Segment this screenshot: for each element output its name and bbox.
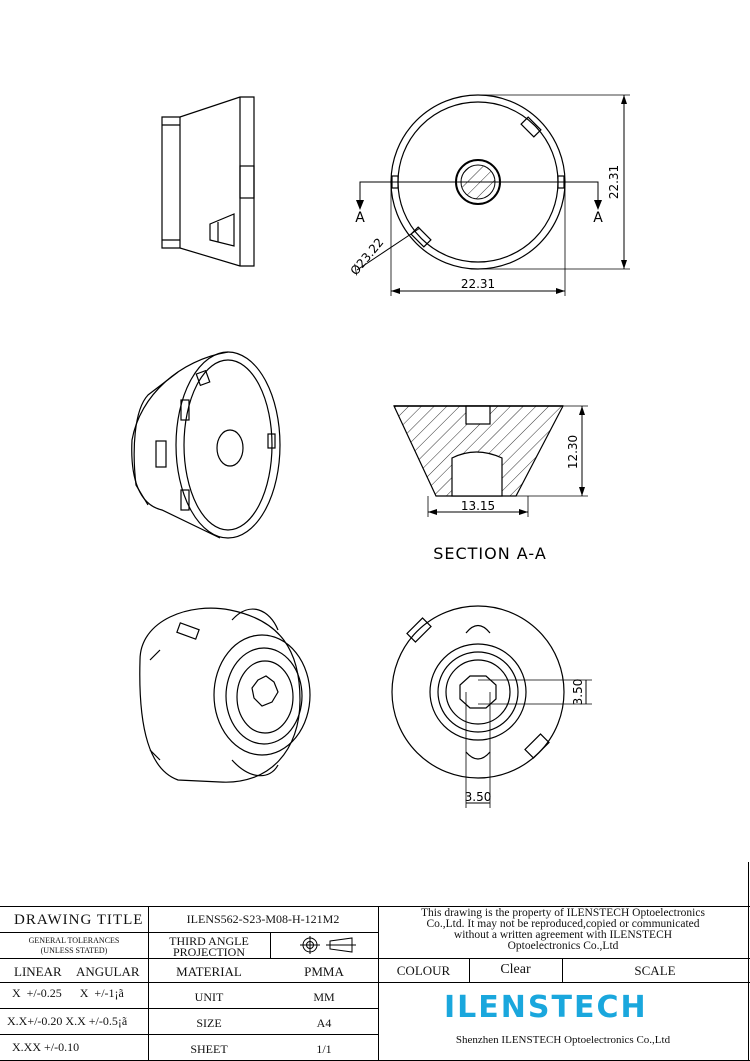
- colour-label: COLOUR: [396, 963, 451, 978]
- isometric-view-top: [131, 351, 281, 539]
- scale-label: SCALE: [634, 963, 676, 978]
- ilenstech-logo: ILENSTECH: [444, 990, 648, 1025]
- property-line-3: without a written agreement with ILENSTE…: [453, 929, 673, 941]
- dim-front-height: 22.31: [607, 165, 621, 199]
- dim-hex-width: 3.50: [465, 790, 492, 804]
- drawing-title-value: ILENS562-S23-M08-H-121M2: [186, 912, 340, 926]
- colour-value: Clear: [500, 962, 531, 977]
- dim-hex-height: 3.50: [571, 679, 585, 706]
- size-value: A4: [316, 1016, 332, 1030]
- tolerance-row-2: X.X+/-0.20 X.X +/-0.5¡ã: [7, 1014, 128, 1028]
- section-a-a: [393, 405, 588, 517]
- dim-section-height: 12.30: [566, 435, 580, 469]
- unit-label: UNIT: [194, 990, 224, 1004]
- technical-drawing: 22.31 22.31 Ø23.22 A A 12.30 13.15 SECTI…: [131, 94, 630, 808]
- property-line-4: Optoelectronics Co.,Ltd: [507, 940, 619, 952]
- size-label: SIZE: [196, 1016, 222, 1030]
- front-view: [356, 94, 630, 296]
- projection-line1: THIRD ANGLE: [169, 934, 249, 948]
- property-line-2: Co.,Ltd. It may not be reproduced,copied…: [426, 918, 700, 930]
- dim-diameter: Ø23.22: [348, 235, 387, 278]
- side-view: [161, 96, 255, 267]
- tolerance-row-1: X +/-0.25 X +/-1¡ã: [12, 986, 124, 1000]
- sheet-value: 1/1: [316, 1042, 332, 1056]
- bottom-view: [391, 605, 592, 808]
- general-tolerances: GENERAL TOLERANCES: [28, 936, 120, 945]
- section-marker-right: A: [593, 210, 603, 226]
- drawing-title-label: DRAWING TITLE: [14, 912, 144, 928]
- sheet-label: SHEET: [190, 1042, 228, 1056]
- title-block: DRAWING TITLE ILENS562-S23-M08-H-121M2 G…: [0, 862, 750, 1061]
- property-line-1: This drawing is the property of ILENSTEC…: [421, 907, 705, 919]
- section-marker-left: A: [355, 210, 365, 226]
- angular-label: ANGULAR: [76, 964, 140, 979]
- linear-label: LINEAR: [14, 964, 62, 979]
- dim-front-width: 22.31: [461, 277, 495, 291]
- material-value: PMMA: [304, 964, 344, 979]
- dim-section-width: 13.15: [461, 499, 495, 513]
- section-label: SECTION A-A: [433, 544, 547, 563]
- isometric-view-bottom: [139, 607, 311, 783]
- material-label: MATERIAL: [176, 964, 242, 979]
- third-angle-projection-icon: [300, 936, 356, 954]
- company-name: Shenzhen ILENSTECH Optoelectronics Co.,L…: [455, 1034, 671, 1046]
- tolerance-row-3: X.XX +/-0.10: [12, 1040, 80, 1054]
- unless-stated: (UNLESS STATED): [40, 946, 108, 955]
- projection-line2: PROJECTION: [172, 945, 245, 959]
- unit-value: MM: [313, 990, 335, 1004]
